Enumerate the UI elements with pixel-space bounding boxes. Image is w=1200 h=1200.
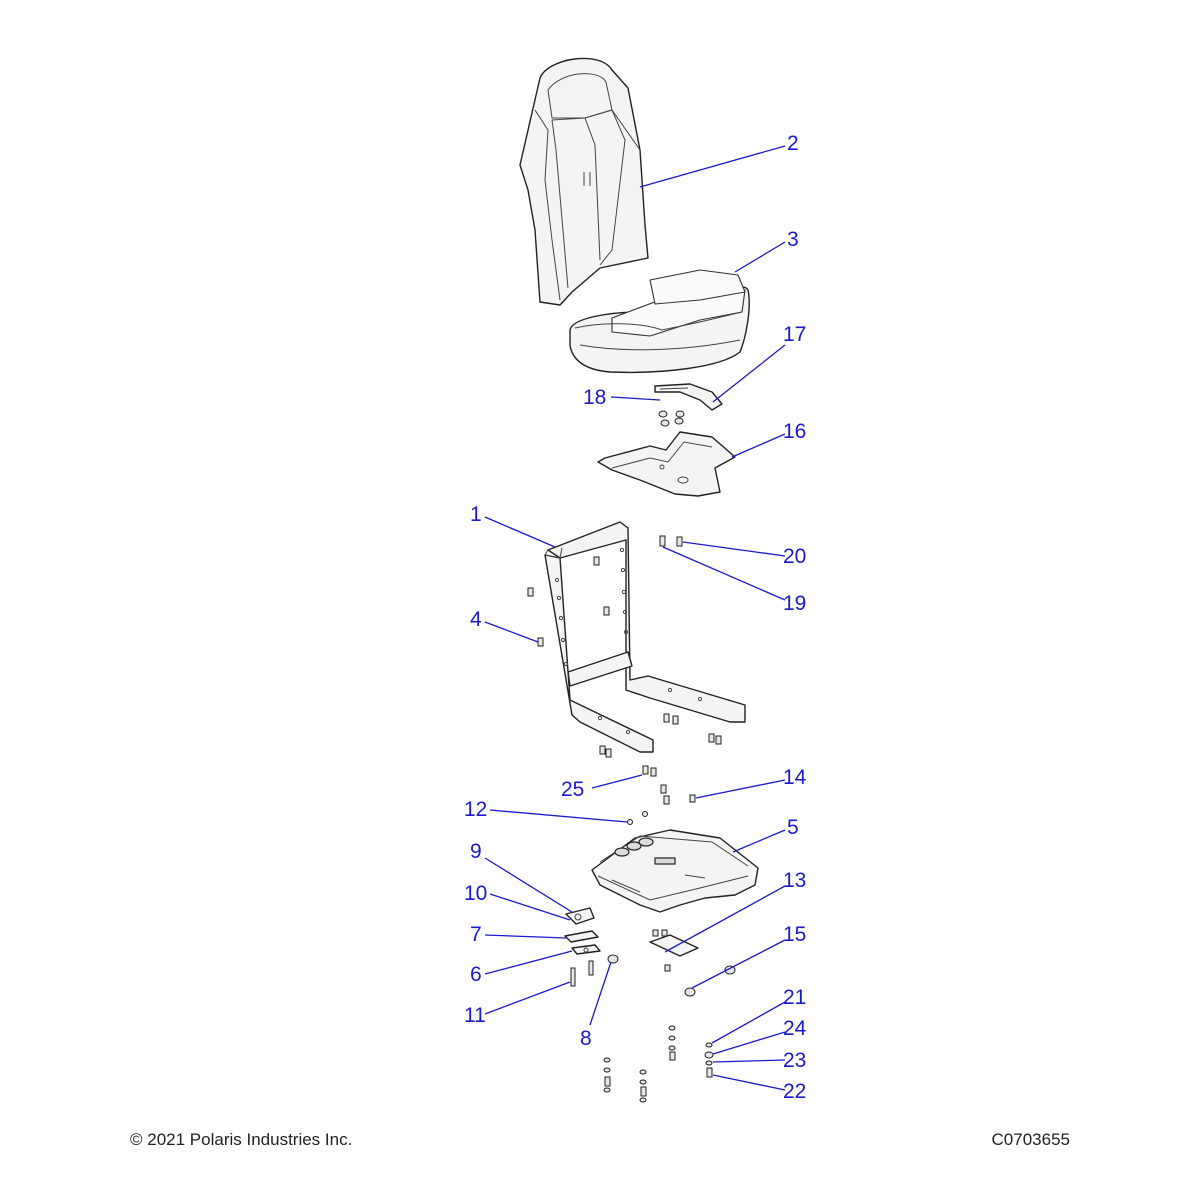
callout-4: 4 xyxy=(470,608,482,631)
callout-1: 1 xyxy=(470,503,482,526)
callout-3: 3 xyxy=(787,228,799,251)
callout-25: 25 xyxy=(561,778,584,801)
callout-12: 12 xyxy=(464,798,487,821)
seat-mounting-plate-part xyxy=(597,431,736,497)
latch-spacer-part xyxy=(571,944,601,955)
callout-18: 18 xyxy=(583,386,606,409)
frame-lower-hardware xyxy=(599,713,722,825)
callout-23: 23 xyxy=(783,1049,806,1072)
copyright-notice: © 2021 Polaris Industries Inc. xyxy=(130,1130,353,1149)
figure-code: C0703655 xyxy=(991,1130,1070,1149)
striker-bracket-part xyxy=(649,929,699,972)
frame-bolts xyxy=(527,535,683,647)
callout-14: 14 xyxy=(783,766,807,789)
callout-6: 6 xyxy=(470,963,482,986)
callout-11: 11 xyxy=(464,1004,486,1027)
latch-plate-part xyxy=(564,930,599,943)
bracket-fasteners xyxy=(658,410,685,427)
seat-base-part xyxy=(591,829,759,913)
seat-bracket-part xyxy=(654,383,723,411)
seat-frame-part xyxy=(544,521,746,753)
callout-13: 13 xyxy=(783,869,806,892)
callout-22: 22 xyxy=(783,1080,806,1103)
callout-20: 20 xyxy=(783,545,806,568)
mounting-hardware-stacks xyxy=(603,1025,714,1103)
callout-2: 2 xyxy=(787,132,799,155)
seat-backrest-part xyxy=(519,57,649,306)
callout-5: 5 xyxy=(787,816,799,839)
leader-lines xyxy=(484,145,786,1091)
latch-bracket-part xyxy=(565,907,595,925)
callout-8: 8 xyxy=(580,1027,592,1050)
callout-19: 19 xyxy=(783,592,806,615)
seat-cushion-part xyxy=(569,269,750,374)
callout-16: 16 xyxy=(783,420,806,443)
latch-fasteners xyxy=(570,954,619,987)
callout-10: 10 xyxy=(464,882,487,905)
callout-15: 15 xyxy=(783,923,806,946)
callout-24: 24 xyxy=(783,1017,807,1040)
callout-21: 21 xyxy=(783,986,806,1009)
callout-labels: 2 3 17 18 16 1 20 19 4 25 14 12 5 9 13 1… xyxy=(464,132,807,1103)
callout-9: 9 xyxy=(470,840,482,863)
callout-7: 7 xyxy=(470,923,482,946)
bumper-part xyxy=(684,965,736,997)
callout-17: 17 xyxy=(783,323,806,346)
